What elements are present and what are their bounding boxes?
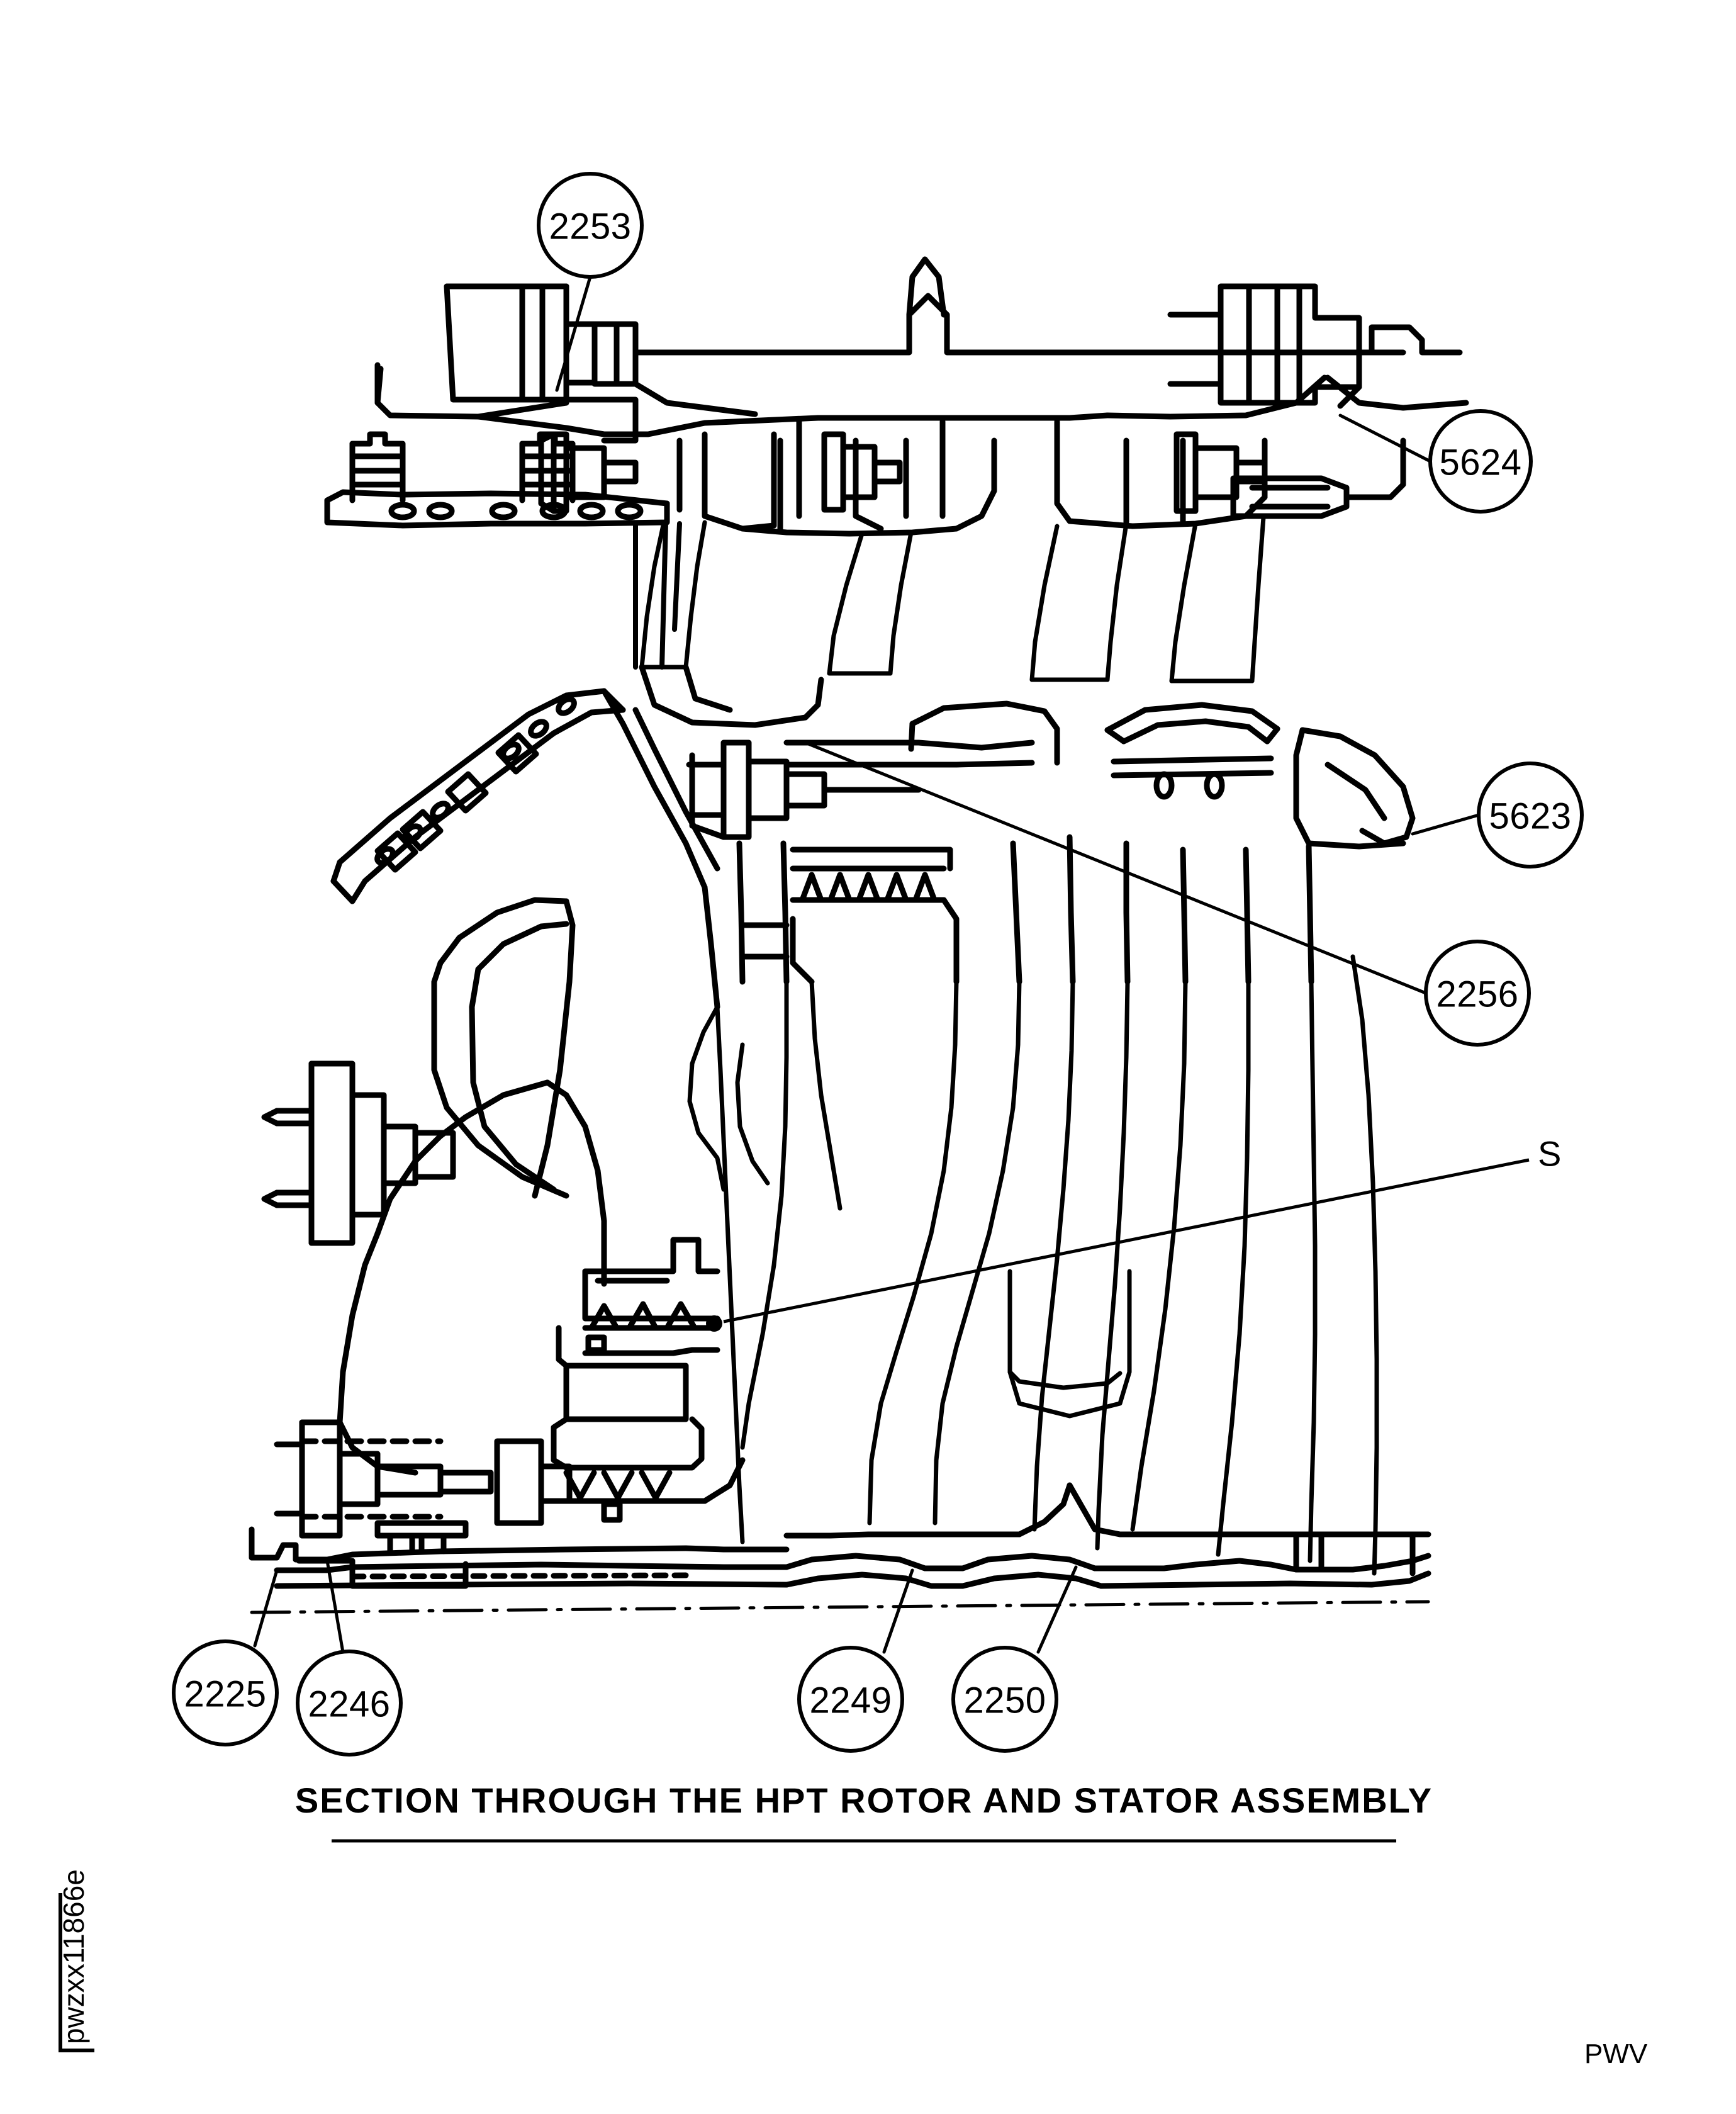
callout-bubble-5623[interactable] [1477,762,1584,869]
section-pointer-s: S [706,1134,1561,1332]
mid-stator-ring [330,664,824,904]
callout-label-2246: 2246 [308,1684,390,1725]
upper-right-bolt-cluster [1167,283,1469,411]
callout-leader-5624 [1338,413,1432,463]
callout-2253[interactable]: 2253 [537,172,644,279]
upper-mid-chamber [676,419,1406,537]
callout-label-5624: 5624 [1439,442,1521,483]
callout-leader-5623 [1411,813,1481,836]
upper-case-flange-group [374,256,1463,444]
callout-leader-2225 [253,1568,279,1648]
callout-2225[interactable]: 2225 [172,1639,279,1746]
section-pointer-dot [706,1315,722,1332]
corner-code: PWV [1584,2038,1648,2069]
callout-leader-2246 [325,1559,345,1654]
callout-bubble-2225[interactable] [172,1639,279,1746]
callout-label-2225: 2225 [184,1674,266,1715]
callout-bubble-2246[interactable] [296,1650,403,1757]
callout-bubble-2253[interactable] [537,172,644,279]
case-wall-connectors [633,521,682,670]
callout-leader-2250 [1036,1565,1078,1654]
callout-2250[interactable]: 2250 [951,1646,1058,1753]
callout-bubble-2249[interactable] [797,1646,904,1753]
figure-code-bracket [59,1893,94,2052]
callout-label-2253: 2253 [549,206,631,247]
callout-bubble-2250[interactable] [951,1646,1058,1753]
callout-2256[interactable]: 2256 [1424,940,1531,1047]
callout-2249[interactable]: 2249 [797,1646,904,1753]
callout-leader-2253 [555,275,592,392]
bottom-shaft-assembly [249,1482,1431,1589]
upper-left-seal-strip [324,431,670,529]
callout-label-2249: 2249 [809,1680,892,1721]
assembly-centerline [250,1600,1430,1614]
figure-caption: SECTION THROUGH THE HPT ROTOR AND STATOR… [295,1780,1433,1820]
callout-bubble-2256[interactable] [1424,940,1531,1047]
section-pointer-line [723,1158,1530,1324]
callout-5624[interactable]: 5624 [1428,409,1533,514]
lower-seal-nut-assembly [551,1237,746,1523]
callout-leader-2249 [882,1568,914,1654]
lower-left-duct [337,897,607,1476]
callout-label-2256: 2256 [1436,974,1518,1015]
central-rotor-web [687,954,1379,1576]
callout-2246[interactable]: 2246 [296,1650,403,1757]
section-s-label: S [1538,1134,1561,1174]
callout-label-2250: 2250 [963,1680,1046,1721]
callout-label-5623: 5623 [1489,796,1571,837]
callout-5623[interactable]: 5623 [1477,762,1584,869]
upper-stage-airfoils [639,515,1266,683]
center-hub-bolted-joint [686,700,1416,850]
callout-leader-2256 [804,741,1428,995]
figure-code-vertical: pwzxx11866e [57,1869,90,2044]
callout-bubble-5624[interactable] [1428,409,1533,514]
second-stage-disc [702,834,1314,1010]
